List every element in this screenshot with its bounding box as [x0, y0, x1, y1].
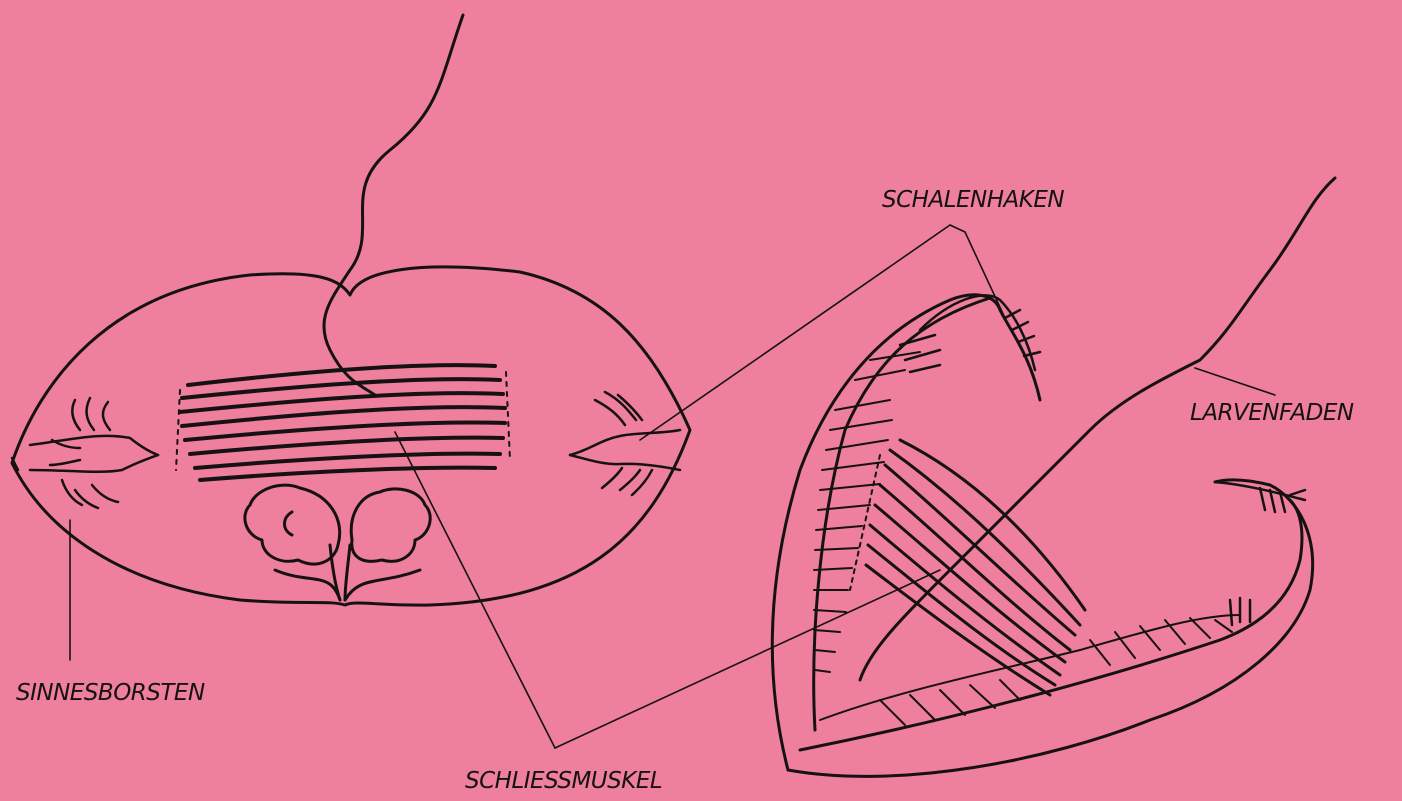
- leader-lines: [70, 225, 1275, 748]
- right-valve-inner: [814, 298, 990, 730]
- leader-schliessmuskel-right: [555, 570, 940, 748]
- sensory-bristles-right: [570, 392, 680, 495]
- larval-thread-left: [324, 15, 463, 395]
- label-schalenhaken: SCHALENHAKEN: [882, 187, 1064, 213]
- foot-lobes: [245, 485, 430, 600]
- lower-valve-inner: [800, 500, 1302, 750]
- closed-glochidium: [12, 15, 690, 605]
- leader-schalenhaken-left: [640, 225, 950, 440]
- lower-valve-outline: [788, 480, 1313, 776]
- label-larvenfaden: LARVENFADEN: [1190, 400, 1354, 426]
- open-glochidium: [772, 178, 1335, 776]
- adductor-muscle-left: [176, 365, 510, 480]
- label-schliessmuskel: SCHLIESSMUSKEL: [465, 768, 662, 794]
- shell-hook-upper: [900, 295, 1040, 372]
- label-sinnesborsten: SINNESBORSTEN: [16, 680, 205, 706]
- larval-thread-right: [860, 178, 1335, 680]
- leader-larvenfaden: [1195, 368, 1275, 395]
